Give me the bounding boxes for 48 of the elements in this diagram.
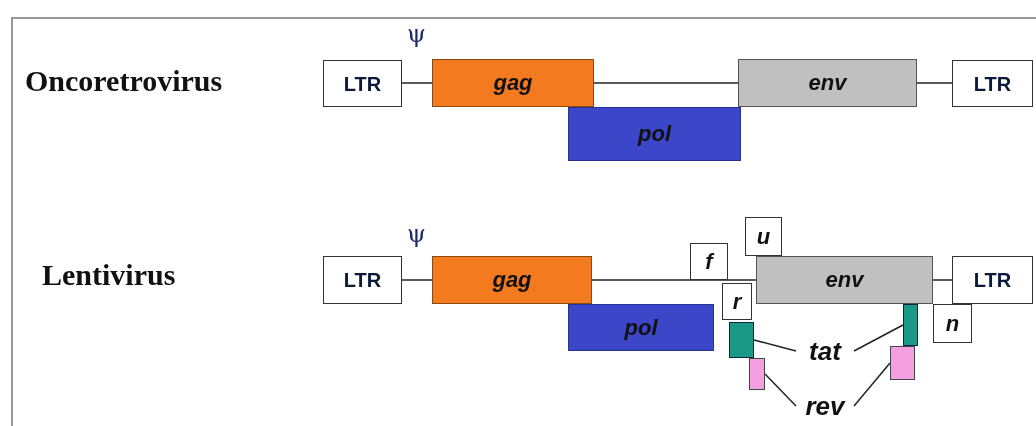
gene-box — [756, 256, 933, 304]
ltr-box — [952, 256, 1033, 304]
gene-box — [432, 256, 592, 304]
gene-label: pol — [624, 316, 658, 339]
exon-box — [729, 322, 754, 358]
genome-line — [591, 279, 757, 281]
gene-box — [745, 217, 782, 256]
leader-line — [753, 339, 797, 352]
ltr-label: LTR — [973, 270, 1012, 290]
gene-label: pol — [638, 123, 671, 145]
gene-label: rev — [805, 393, 845, 419]
genome-line — [401, 82, 433, 84]
gene-label: n — [945, 312, 960, 335]
virus-name: Oncoretrovirus — [25, 66, 223, 96]
exon-box — [749, 358, 765, 390]
genome-line — [916, 82, 953, 84]
gene-label: gag — [493, 72, 533, 94]
gene-box — [722, 283, 752, 320]
gene-label: gag — [492, 269, 532, 291]
ltr-label: LTR — [343, 73, 382, 94]
gene-box — [568, 304, 714, 351]
gene-box — [432, 59, 594, 107]
virus-name: Lentivirus — [42, 260, 176, 290]
leader-line — [853, 324, 904, 352]
gene-label: u — [756, 225, 771, 248]
gene-label: env — [825, 269, 864, 291]
gene-box — [690, 243, 728, 280]
gene-box — [933, 304, 972, 343]
gene-label: tat — [809, 338, 841, 364]
gene-box — [568, 107, 741, 161]
genome-line — [593, 82, 739, 84]
ltr-label: LTR — [973, 73, 1012, 94]
gene-label: r — [732, 290, 742, 313]
leader-line — [853, 362, 891, 407]
psi-symbol: ψ — [407, 222, 426, 246]
ltr-box — [952, 60, 1033, 107]
genome-line — [932, 279, 953, 281]
ltr-box — [323, 256, 402, 304]
exon-box — [903, 304, 918, 346]
gene-label: env — [808, 72, 847, 94]
ltr-box — [323, 60, 402, 107]
gene-label: f — [705, 250, 713, 273]
ltr-label: LTR — [343, 270, 382, 290]
psi-symbol: ψ — [407, 22, 426, 46]
genome-line — [401, 279, 433, 281]
exon-box — [890, 346, 915, 380]
leader-line — [764, 373, 797, 407]
gene-box — [738, 59, 917, 107]
